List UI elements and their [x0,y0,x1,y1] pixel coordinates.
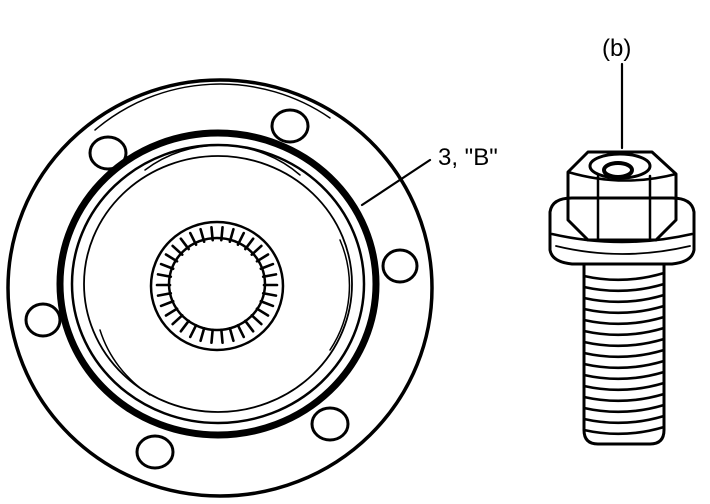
flange-outer-rim [6,78,434,498]
thread-line [583,403,665,414]
spline-tooth [171,314,184,326]
flange-raised-face [70,143,366,425]
spline-tooth [236,323,246,339]
thread-line [583,337,665,348]
bolt-hole [135,434,175,470]
thread-line [583,392,665,403]
face-shading-arc [329,239,351,351]
thread-line [583,381,665,392]
thread-line [583,425,665,436]
spline-tooth [179,319,190,333]
hub-bore [167,236,267,332]
bolt-hole [381,248,419,284]
spline-tooth [259,299,275,308]
washer-edge [550,232,694,244]
bolt-threads [583,271,665,436]
oring-callout-label: 3, "B" [438,144,498,171]
spline-tooth [220,328,224,345]
face-shading-arc [99,329,151,396]
bolt-hex-head [566,150,678,242]
bolt-hole [88,135,128,171]
bolt-hole [270,108,310,144]
thread-line [583,359,665,370]
spline-tooth [156,291,173,297]
spline-tooth [164,307,179,317]
thread-line [583,348,665,359]
spline-tooth [228,326,235,343]
bolt-flange-washer [548,196,696,266]
hub-splines [155,225,279,345]
bolt-hole [24,302,62,338]
flange-rim-shading [94,83,331,131]
bolt-shank [582,262,666,446]
thread-line [583,315,665,326]
spline-tooth [199,326,206,343]
face-shading-arc [144,144,301,176]
thread-line [583,293,665,304]
spline-tooth [255,307,270,317]
thread-line [583,326,665,337]
spline-tooth [244,319,255,333]
oring-leader-line [360,158,432,207]
spline-tooth [250,314,263,326]
flange-bolt: (b) [548,35,696,446]
thread-line [583,271,665,282]
bolt-socket-inner [602,161,634,179]
spline-tooth [188,323,198,339]
hub-outer [149,220,285,352]
spline-tooth [261,291,278,297]
spline-tooth [210,328,214,345]
bolt-holes [24,108,419,470]
thread-line [583,414,665,425]
o-ring [56,129,380,439]
thread-line [583,370,665,381]
flange-inner-face [83,155,353,413]
flange-assembly [6,78,434,498]
thread-line [583,304,665,315]
washer-edge [555,245,691,255]
spline-tooth [159,299,175,308]
bolt-callout-label: (b) [602,35,631,62]
bolt-hole [310,406,350,442]
bolt-socket [588,152,652,180]
thread-line [583,282,665,293]
hex-top-edge [566,170,678,182]
